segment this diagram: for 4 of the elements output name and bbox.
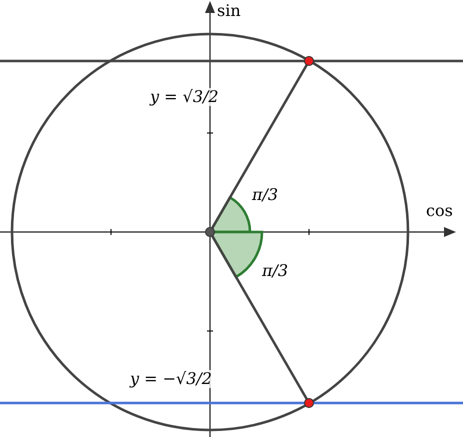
- equation-label: y = √3/2: [150, 88, 219, 106]
- angle-label: π/3: [252, 186, 278, 204]
- angle-label: π/3: [262, 262, 288, 280]
- equation-label: y = −√3/2: [130, 370, 212, 388]
